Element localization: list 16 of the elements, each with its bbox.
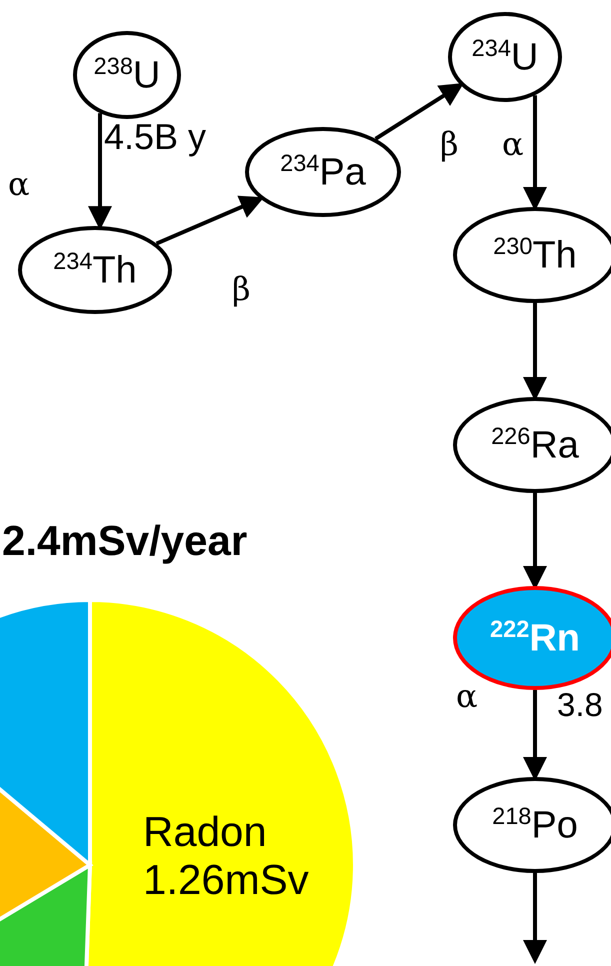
half-life-label: 4.5B y <box>104 119 206 155</box>
edge-label: β <box>232 273 250 305</box>
slice-label: Radon 1.26mSv <box>143 808 310 905</box>
nuclide-label: $^{238}$U <box>94 52 160 98</box>
nuclide-label: $^{226}$Ra <box>491 422 579 468</box>
nuclide-label: $^{234}$Pa <box>280 150 366 194</box>
arrow <box>156 196 264 246</box>
nuclide-label: $^{218}$Po <box>492 802 578 848</box>
chart-title: 2.4mSv/year <box>2 520 248 562</box>
half-life-label: 3.8 <box>557 688 603 721</box>
nuclide-label: $^{234}$Th <box>53 248 137 292</box>
nuclide-label: $^{222}$Rn <box>490 616 580 660</box>
arrow <box>523 873 547 964</box>
nuclide-label: $^{234}$U <box>472 34 538 80</box>
nuclide-label: $^{230}$Th <box>493 232 577 278</box>
edge-label: β <box>440 128 458 160</box>
